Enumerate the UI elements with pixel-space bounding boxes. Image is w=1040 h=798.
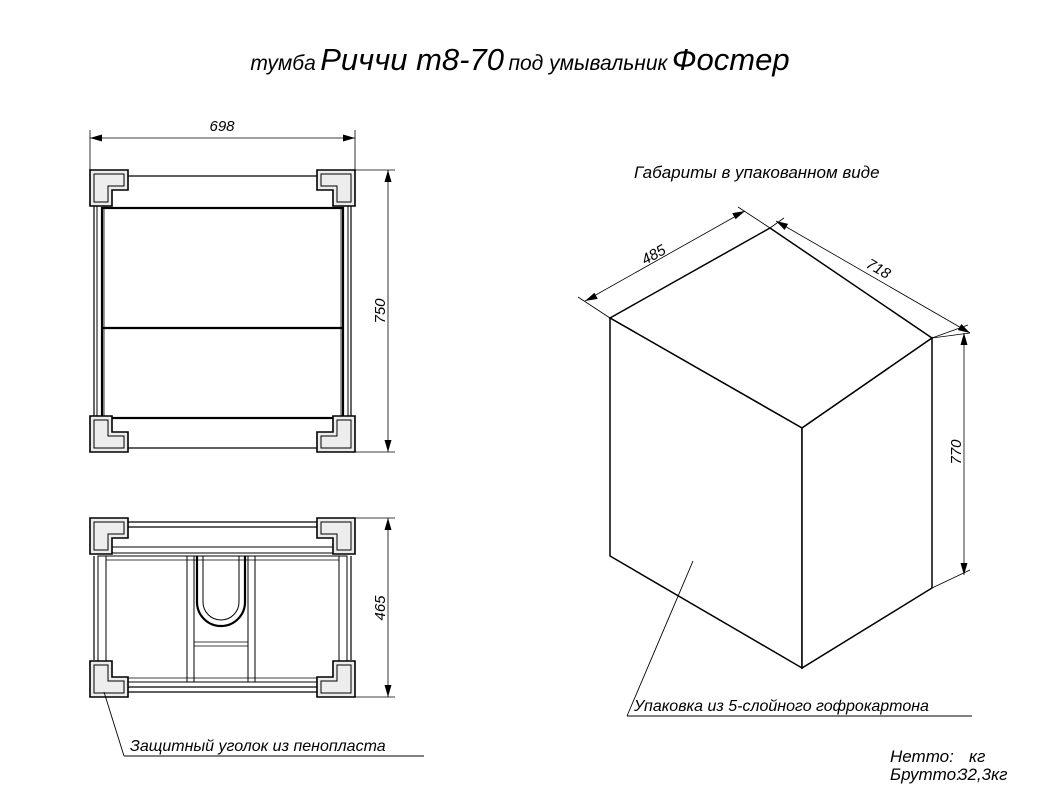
title-prefix: тумба xyxy=(250,52,316,75)
drawing-title: тумба Риччи т8-70 под умывальник Фостер xyxy=(0,42,1040,78)
package-depth-label: 485 xyxy=(639,241,670,268)
package-height-dimension: 770 xyxy=(931,332,971,589)
front-height-label: 750 xyxy=(372,298,389,324)
front-corner-top-left xyxy=(89,169,129,207)
package-heading: Габариты в упакованном виде xyxy=(634,163,880,182)
corner-callout: Защитный уголок из пенопласта xyxy=(103,691,424,757)
top-corner-bottom-left xyxy=(89,660,129,698)
front-width-dimension: 698 xyxy=(89,118,356,172)
front-corner-bottom-right xyxy=(316,415,356,453)
top-depth-label: 465 xyxy=(372,595,389,621)
net-weight-label: Нетто: xyxy=(890,747,954,766)
front-cabinet xyxy=(93,175,352,449)
top-corner-top-left xyxy=(89,517,129,555)
front-corner-top-right xyxy=(316,169,356,207)
top-cabinet xyxy=(93,521,352,693)
top-depth-dimension: 465 xyxy=(352,517,395,698)
gross-weight-value: 32,3кг xyxy=(958,765,1008,784)
corner-callout-label: Защитный уголок из пенопласта xyxy=(130,738,386,755)
package-height-label: 770 xyxy=(948,439,965,465)
top-corner-top-right xyxy=(316,517,356,555)
front-corner-bottom-left xyxy=(89,415,129,453)
front-height-dimension: 750 xyxy=(352,169,395,453)
top-view: 465 xyxy=(89,517,424,757)
net-weight-unit: кг xyxy=(969,747,985,766)
package-material-label: Упаковка из 5-слойного гофрокартона xyxy=(633,698,929,715)
top-corner-bottom-right xyxy=(316,660,356,698)
gross-weight-label: Брутто: xyxy=(890,765,961,784)
title-series: Фостер xyxy=(671,42,790,77)
front-view: 698 750 xyxy=(89,118,395,453)
title-model: Риччи т8-70 xyxy=(320,42,504,77)
package-box xyxy=(608,227,934,670)
title-middle: под умывальник xyxy=(508,52,668,75)
package-view: Габариты в упакованном виде 485 718 xyxy=(577,163,972,717)
weight-info: Нетто: кг Брутто: 32,3кг xyxy=(890,747,1008,784)
package-width-label: 718 xyxy=(863,255,894,283)
front-width-label: 698 xyxy=(209,118,235,135)
package-material-callout: Упаковка из 5-слойного гофрокартона xyxy=(626,560,972,717)
